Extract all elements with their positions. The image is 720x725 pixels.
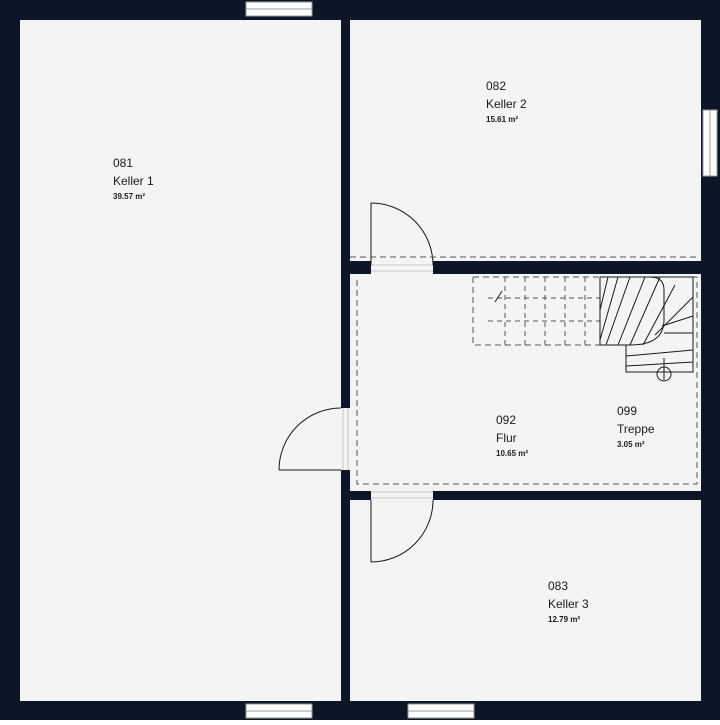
room-floor-081 <box>20 20 341 701</box>
room-label-092: 092 Flur 10.65 m² <box>496 414 528 458</box>
room-label-099: 099 Treppe 3.05 m² <box>617 405 655 449</box>
room-name: Keller 3 <box>548 597 589 611</box>
room-label-081: 081 Keller 1 39.57 m² <box>113 157 154 201</box>
room-area: 12.79 m² <box>548 615 581 624</box>
room-floor-082 <box>350 20 701 261</box>
room-number: 081 <box>113 156 134 170</box>
room-number: 092 <box>496 413 517 427</box>
room-name: Treppe <box>617 422 655 436</box>
door-opening-082 <box>371 260 433 276</box>
room-area: 15.61 m² <box>486 115 519 124</box>
room-label-082: 082 Keller 2 15.61 m² <box>486 80 527 124</box>
windows <box>245 1 718 719</box>
room-area: 10.65 m² <box>496 449 529 458</box>
room-number: 083 <box>548 579 569 593</box>
room-name: Keller 1 <box>113 174 154 188</box>
room-label-083: 083 Keller 3 12.79 m² <box>548 580 589 624</box>
room-floor-083 <box>350 500 701 701</box>
room-number: 082 <box>486 79 507 93</box>
door-opening-081 <box>339 408 352 470</box>
door-jambs <box>342 264 433 499</box>
room-area: 3.05 m² <box>617 440 645 449</box>
room-name: Keller 2 <box>486 97 527 111</box>
doors <box>278 202 434 563</box>
staircase <box>488 276 694 382</box>
room-name: Flur <box>496 431 517 445</box>
room-number: 099 <box>617 404 638 418</box>
door-opening-083 <box>371 489 433 502</box>
room-area: 39.57 m² <box>113 192 146 201</box>
room-floor-092 <box>350 274 701 491</box>
